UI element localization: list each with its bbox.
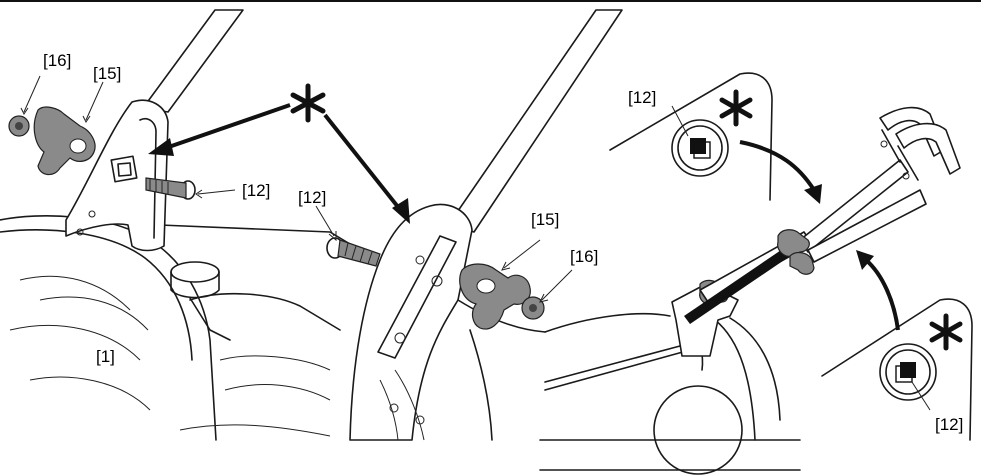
callout-15-right: [15]	[531, 210, 559, 229]
leader-lines-right	[671, 105, 931, 411]
knob-right	[459, 263, 531, 330]
nut-left	[8, 115, 30, 137]
handle-folded	[684, 106, 961, 324]
callout-12-detail-bottom: [12]	[935, 415, 963, 434]
bolt-lower	[326, 237, 381, 267]
callout-12-bolt-upper: [12]	[242, 181, 270, 200]
nut-right	[521, 296, 545, 320]
callout-16-left: [16]	[43, 51, 71, 70]
mower-deck-side	[539, 312, 801, 475]
curved-arrow-top	[739, 140, 822, 204]
arrow-to-left-bracket	[148, 103, 291, 156]
knob-left	[33, 106, 96, 176]
curved-arrow-bottom	[856, 250, 900, 331]
fuel-cap	[170, 261, 220, 283]
handle-right-arm	[349, 9, 623, 441]
asterisk-marker-bottom	[929, 313, 963, 351]
handle-left-arm	[65, 9, 244, 252]
callout-12-detail-top: [12]	[628, 88, 656, 107]
leader-lines-left	[20, 75, 573, 303]
asterisk-marker-top	[719, 89, 753, 127]
callout-12-bolt-lower: [12]	[298, 188, 326, 207]
detail-inset-bottom	[821, 298, 973, 441]
callout-16-right: [16]	[570, 247, 598, 266]
detail-inset-top	[609, 72, 773, 201]
mower-body	[0, 215, 361, 441]
asterisk-marker-left	[290, 83, 326, 123]
callout-15-left: [15]	[93, 64, 121, 83]
rear-wheel	[653, 385, 743, 475]
arrow-to-right-bracket	[323, 113, 410, 224]
right-panel: [12] [12]	[539, 72, 973, 475]
left-panel: [16] [15] [12] [12] [15] [16] [1]	[0, 9, 623, 441]
bolt-upper	[145, 177, 196, 200]
callout-1-body: [1]	[96, 347, 115, 366]
